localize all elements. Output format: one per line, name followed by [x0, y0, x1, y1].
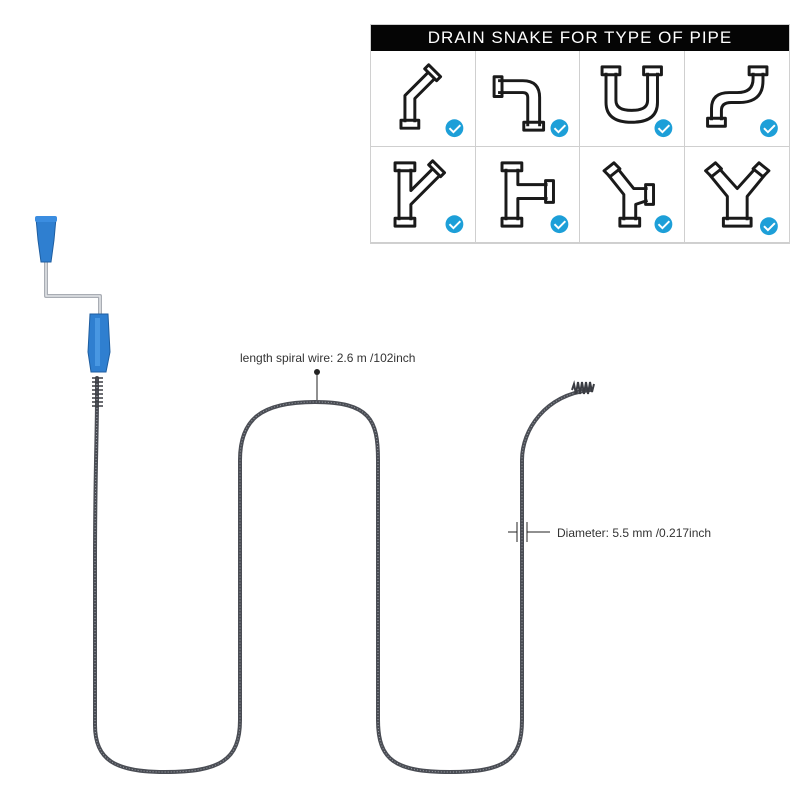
wye-branch-pipe-icon: [393, 159, 464, 234]
pipe-type-cell: [580, 51, 685, 147]
s-bend-pipe-icon: [705, 65, 778, 138]
length-label: length spiral wire: 2.6 m /102inch: [240, 351, 416, 365]
offset-wye-pipe-icon: [602, 161, 673, 234]
pipe-type-cell: [371, 51, 476, 147]
spiral-wire: [93, 376, 592, 775]
elbow-pipe-icon: [492, 75, 568, 138]
handle-spring: [92, 377, 103, 407]
pipe-type-panel: DRAIN SNAKE FOR TYPE OF PIPE: [370, 24, 790, 244]
y-fitting-pipe-icon: [703, 161, 778, 236]
pipe-type-cell: [684, 147, 789, 243]
pipe-type-cell: [371, 147, 476, 243]
pipe-type-cell: [684, 51, 789, 147]
crank-handle: [35, 216, 111, 373]
diameter-marker: [508, 522, 550, 542]
diameter-label: Diameter: 5.5 mm /0.217inch: [557, 526, 712, 540]
crank-knob: [35, 217, 57, 263]
coiled-tip: [571, 380, 595, 395]
pipe-type-grid: [371, 51, 789, 243]
pipe-type-cell: [475, 51, 580, 147]
length-pointer: [314, 369, 320, 400]
pipe-type-cell: [580, 147, 685, 243]
panel-title: DRAIN SNAKE FOR TYPE OF PIPE: [371, 25, 789, 51]
tee-pipe-icon: [500, 161, 568, 234]
angled-elbow-pipe-icon: [399, 63, 464, 138]
pipe-type-cell: [475, 147, 580, 243]
u-trap-pipe-icon: [600, 65, 673, 138]
